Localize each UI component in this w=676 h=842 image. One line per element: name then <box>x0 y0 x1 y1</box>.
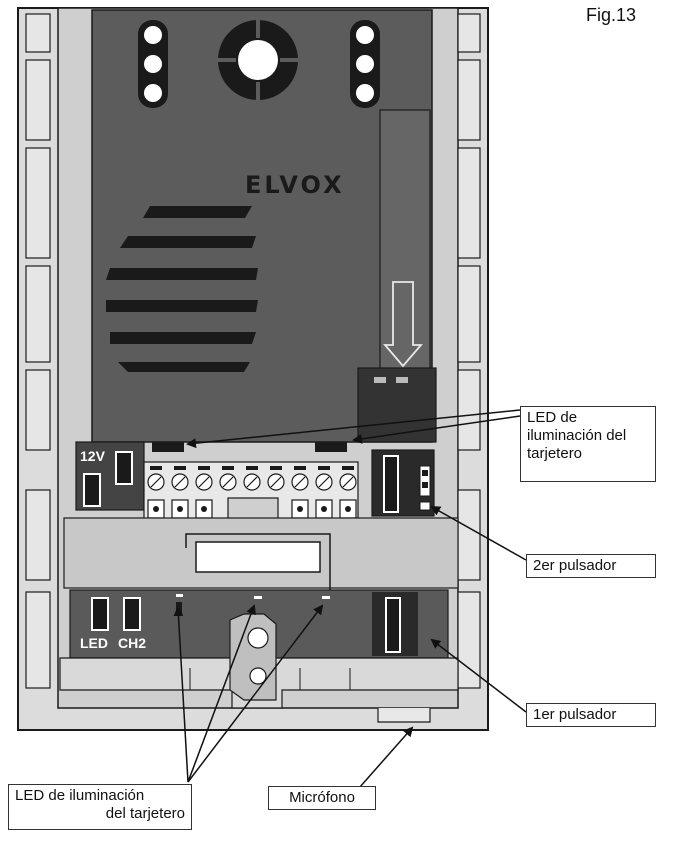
arrow-led-top-1 <box>186 409 521 449</box>
arrow-led-top-2 <box>352 415 521 444</box>
led-holes-right <box>350 20 380 108</box>
jumper-12v <box>83 473 101 507</box>
callout-button1: 1er pulsador <box>526 703 656 727</box>
mount-hole-1 <box>247 627 269 649</box>
card-window <box>195 541 321 573</box>
callout-microphone: Micrófono <box>268 786 376 810</box>
callout-led-bottom: LED de iluminación del tarjetero <box>8 784 192 830</box>
button1-connector <box>372 592 418 656</box>
arrow-microphone <box>351 726 414 797</box>
mount-hole-2 <box>249 667 267 685</box>
camera-lens <box>218 20 298 100</box>
arrow-button1 <box>430 638 527 713</box>
brand-logo: ELVOX <box>245 171 345 199</box>
jumper-12v-label: 12V <box>80 448 106 464</box>
arrow-led-bottom-2 <box>187 604 256 783</box>
arrow-led-bottom-3 <box>187 604 324 783</box>
jumper-ch2 <box>123 597 141 631</box>
speaker-grille <box>106 206 258 372</box>
callout-led-top: LED de iluminación del tarjetero <box>520 406 656 482</box>
jumper-ch2-top <box>115 451 133 485</box>
callout-button2: 2er pulsador <box>526 554 656 578</box>
leader-lines <box>173 409 527 797</box>
callout-led-top-line1: LED de <box>527 409 578 426</box>
terminal-block <box>143 461 359 525</box>
callout-led-bottom-line1: LED de iluminación <box>15 787 145 804</box>
callout-led-top-line3: tarjetero <box>527 445 583 462</box>
jumper-ch2-label: CH2 <box>118 635 146 651</box>
arrow-button2 <box>430 506 527 561</box>
microphone-notch <box>377 708 431 723</box>
mount-tab <box>229 613 277 701</box>
led-left <box>152 442 184 452</box>
led-holes-left <box>138 20 168 108</box>
jumper-led-label: LED <box>80 635 108 651</box>
arrow-led-bottom-1 <box>173 606 189 783</box>
callout-led-bottom-line2: del tarjetero <box>105 805 185 822</box>
card-slot <box>379 109 431 371</box>
led-right <box>315 442 347 452</box>
figure-label: Fig.13 <box>586 5 637 25</box>
jumper-led <box>91 597 109 631</box>
button2-connector <box>371 449 435 517</box>
side-rail-left <box>25 13 51 689</box>
callout-led-top-line2: iluminación del <box>527 427 627 444</box>
